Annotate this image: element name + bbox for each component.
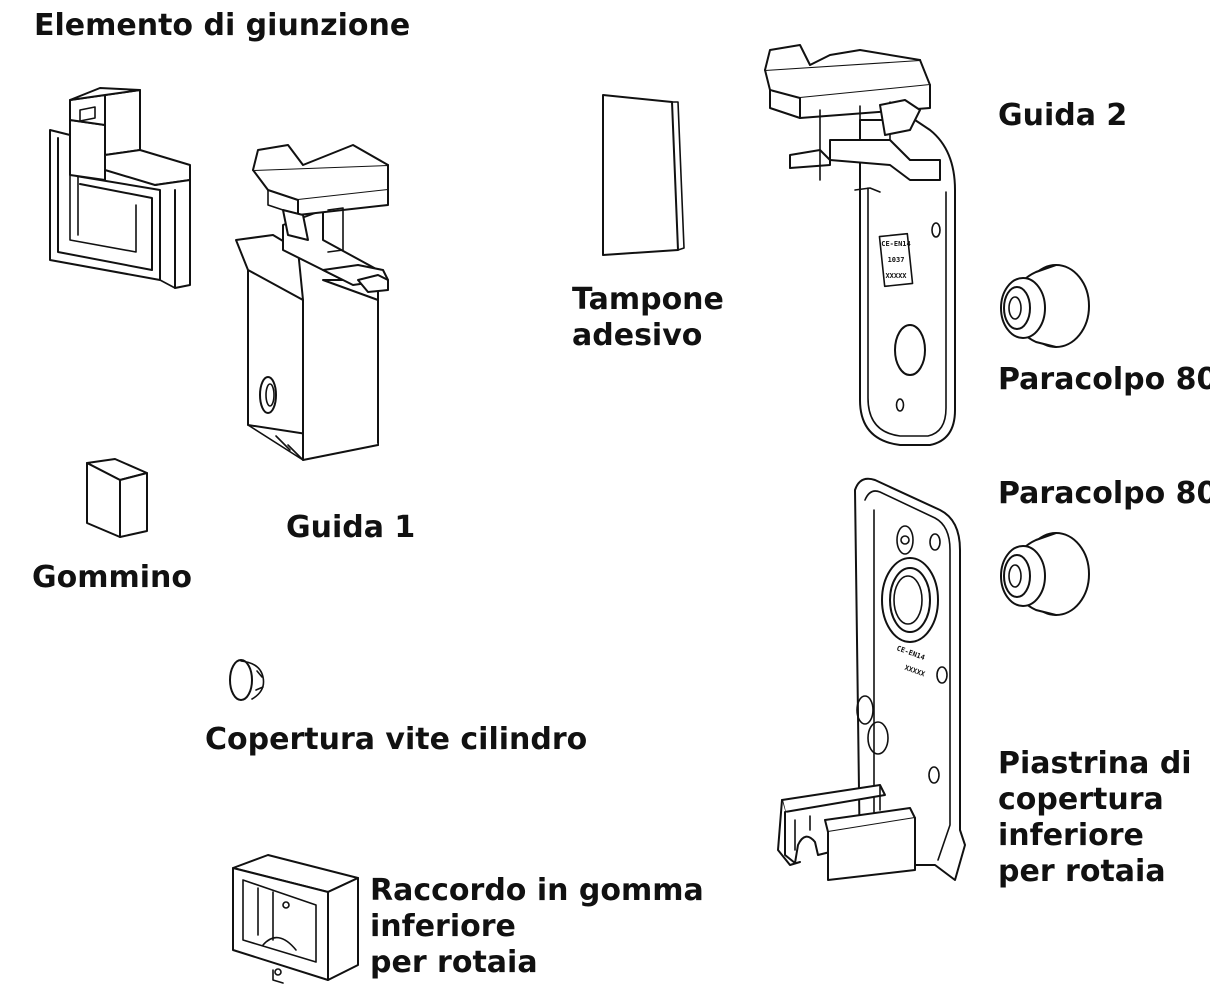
paracolpo-80-bottom-illustration <box>996 528 1096 623</box>
label-raccordo-in-gomma: Raccordo in gomma inferiore per rotaia <box>370 873 704 981</box>
label-paracolpo-bottom: Paracolpo 80 <box>998 476 1210 511</box>
piastrina-di-copertura-illustration: CE-EN14 XXXXX <box>770 470 970 890</box>
label-piastrina-di-copertura: Piastrina di copertura inferiore per rot… <box>998 746 1192 890</box>
label-copertura-vite-cilindro: Copertura vite cilindro <box>205 722 588 757</box>
diagram-title: Elemento di giunzione <box>34 8 411 43</box>
label-line: adesivo <box>572 318 703 353</box>
label-line: inferiore <box>370 909 516 944</box>
label-line: Piastrina di <box>998 746 1192 781</box>
plate-marking: 1037 <box>888 256 905 264</box>
guida-2-illustration: CE-EN14 1037 XXXXX <box>760 40 970 460</box>
label-line: per rotaia <box>370 945 538 980</box>
label-line: inferiore <box>998 818 1144 853</box>
joint-element-illustration <box>40 80 200 300</box>
label-line: Raccordo in gomma <box>370 873 704 908</box>
tampone-adesivo-illustration <box>598 90 688 260</box>
label-line: per rotaia <box>998 854 1166 889</box>
label-line: Tampone <box>572 282 724 317</box>
label-tampone-adesivo: Tampone adesivo <box>572 282 724 354</box>
label-guida-2: Guida 2 <box>998 98 1128 133</box>
label-guida-1: Guida 1 <box>286 510 416 545</box>
label-line: copertura <box>998 782 1164 817</box>
copertura-vite-illustration <box>226 655 271 710</box>
plate-marking: CE-EN14 <box>881 240 911 248</box>
guida-1-illustration <box>228 140 428 480</box>
gommino-illustration <box>80 455 155 545</box>
raccordo-in-gomma-illustration <box>228 850 363 990</box>
paracolpo-80-top-illustration <box>996 260 1096 355</box>
label-gommino: Gommino <box>32 560 193 595</box>
plate-marking: XXXXX <box>885 272 907 280</box>
label-paracolpo-top: Paracolpo 80 <box>998 362 1210 397</box>
